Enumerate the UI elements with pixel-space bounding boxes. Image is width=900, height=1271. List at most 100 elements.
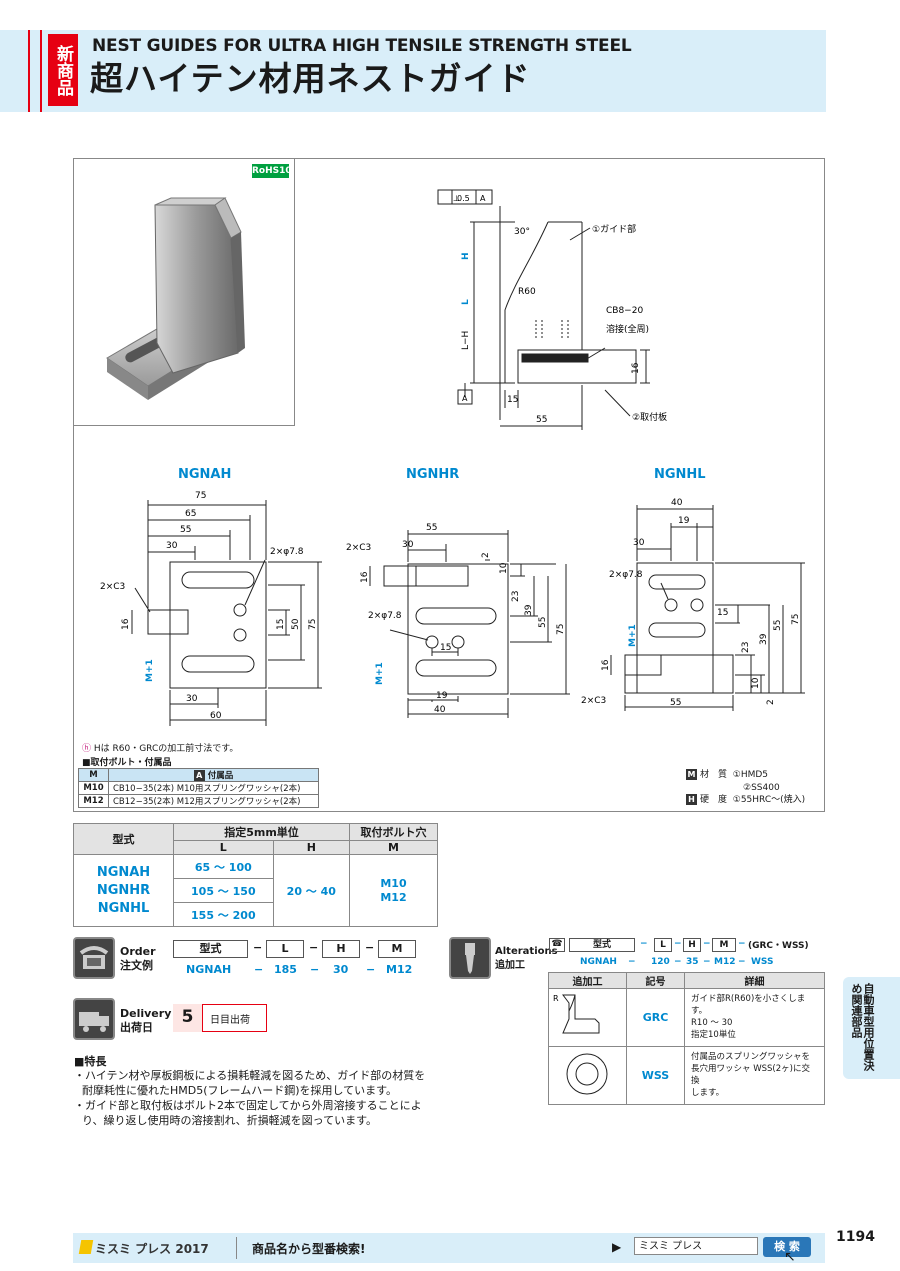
ngnah-dim-55: 55 [180, 525, 191, 535]
alt-th-proc: 追加工 [548, 972, 627, 989]
alt-header-m: M [712, 938, 736, 952]
spec-header-l: L [173, 840, 274, 855]
alt-phone-icon: ☎ [549, 938, 565, 952]
alt-dash: − [674, 939, 682, 949]
alt-dash: − [674, 957, 682, 967]
product-photo-box [73, 158, 295, 426]
ngnhr-r75: 75 [556, 624, 566, 635]
drill-icon [449, 937, 491, 979]
grc-detail-3: 指定10単位 [691, 1030, 736, 1040]
material-2: ②SS400 [743, 782, 780, 793]
alt-header-h: H [683, 938, 701, 952]
delivery-label-jp: 出荷日 [120, 1021, 153, 1034]
footer-search-input[interactable]: ミスミ プレス [634, 1237, 758, 1255]
dim-15: 15 [507, 395, 518, 405]
tol-ref: A [480, 194, 486, 203]
grc-detail-2: R10 〜 30 [691, 1018, 733, 1028]
ngnhl-r2: 2 [766, 699, 776, 705]
spec-m12: M12 [380, 890, 407, 904]
order-value-m: M12 [386, 963, 413, 976]
phone-icon [73, 937, 115, 979]
ngnah-b60: 60 [210, 711, 222, 721]
wss-diagram [548, 1046, 627, 1105]
a-badge-icon: A [193, 770, 205, 781]
ngnhl-m1: M+1 [628, 624, 638, 647]
spec-l: 65 〜 100 [173, 854, 274, 879]
alt-dash: − [628, 957, 636, 967]
delivery-text: 日目出荷 [210, 1015, 250, 1026]
dim-lh: L−H [461, 331, 471, 350]
view-title-ngnhr: NGNHR [406, 467, 460, 482]
alt-dash: − [738, 957, 746, 967]
spec-table: 型式 指定5mm単位 取付ボルト穴 L H M NGNAH NGNHR NGNH… [73, 823, 438, 927]
ngnhl-r23: 23 [741, 642, 751, 653]
order-value-l: 185 [274, 963, 297, 976]
order-value-h: 30 [333, 963, 349, 976]
alt-value-m: M12 [714, 957, 736, 967]
footer-divider [236, 1237, 237, 1259]
spec-m10: M10 [380, 876, 407, 890]
bolt-desc: CB10−35(2本) M10用スプリングワッシャ(2本) [108, 781, 319, 795]
note-icon: ⓗ [82, 744, 94, 754]
datum-a: A [462, 394, 468, 403]
order-header-l: L [266, 940, 304, 958]
ngnah-r50: 50 [291, 618, 301, 630]
ngnhl-phi: 2×φ7.8 [609, 570, 643, 580]
ngnhr-m1: M+1 [375, 662, 385, 685]
ngnah-m1: M+1 [145, 659, 155, 682]
type-ngnhr: NGNHR [96, 882, 151, 898]
ngnah-16: 16 [121, 618, 131, 630]
header-stripes [28, 30, 42, 112]
order-value-type: NGNAH [186, 963, 232, 976]
delivery-label: Delivery 出荷日 [120, 1007, 171, 1035]
spec-m: M10 M12 [349, 854, 438, 927]
order-header-m: M [378, 940, 416, 958]
order-header-h: H [322, 940, 360, 958]
order-dash: − [310, 963, 320, 976]
bolt-m: M10 [78, 781, 109, 795]
alterations-label-en: Alterations [495, 946, 558, 957]
ngnhl-r39: 39 [759, 633, 769, 645]
material-row-2: ②SS400 [686, 782, 805, 795]
order-dash: − [253, 941, 263, 954]
side-tab[interactable] [843, 977, 900, 1079]
ngnhr-dim-55: 55 [426, 523, 437, 533]
alt-code-wss: WSS [626, 1046, 685, 1105]
alterations-label: Alterations 追加工 [495, 945, 558, 973]
misumi-logo-icon [78, 1240, 94, 1254]
ngnhr-r23: 23 [511, 591, 521, 602]
angle-30: 30° [514, 227, 530, 237]
ngnhr-r10: 10 [499, 562, 509, 574]
features-title: ■特長 [74, 1055, 107, 1068]
table-row: M12 CB12−35(2本) M12用スプリングワッシャ(2本) [78, 794, 319, 808]
spec-types: NGNAH NGNHR NGNHL [73, 854, 174, 927]
bolt-m: M12 [78, 794, 109, 808]
ngnhr-r55: 55 [538, 617, 548, 628]
order-header-type: 型式 [173, 940, 248, 958]
ngnah-dim-30: 30 [166, 541, 178, 551]
type-ngnah: NGNAH [96, 864, 151, 880]
tol-val: 0.5 [457, 194, 470, 203]
spec-header-m: M [349, 840, 438, 855]
alterations-table: 追加工 記号 詳細 R GRC ガイド部R(R60)を小さくします。 R10 〜… [548, 972, 825, 1105]
ngnhr-16: 16 [360, 571, 370, 583]
alt-code-grc: GRC [626, 988, 685, 1047]
ngnhr-c3: 2×C3 [346, 543, 371, 553]
alt-th-detail: 詳細 [684, 972, 825, 989]
wss-detail-2: 長穴用ワッシャ WSS(2ヶ)に交換 [691, 1064, 810, 1086]
footer-logo: ミスミ プレス 2017 [95, 1242, 209, 1256]
spec-header-h: H [272, 840, 351, 855]
spec-l: 105 〜 150 [173, 878, 274, 903]
wss-detail-1: 付属品のスプリングワッシャを [691, 1052, 811, 1062]
alt-value-h: 35 [686, 957, 699, 967]
ngnah-drawing: 75 65 55 30 2×C3 2×φ7.8 16 M+1 15 50 75 … [100, 491, 322, 726]
alt-detail-wss: 付属品のスプリングワッシャを 長穴用ワッシャ WSS(2ヶ)に交換 します。 [684, 1046, 825, 1105]
ngnah-phi: 2×φ7.8 [270, 547, 304, 557]
header-band [0, 30, 826, 112]
footer-search-button[interactable]: 検 索 [763, 1237, 811, 1257]
dim-16: 16 [631, 362, 641, 374]
ngnhr-r39: 39 [524, 604, 534, 616]
